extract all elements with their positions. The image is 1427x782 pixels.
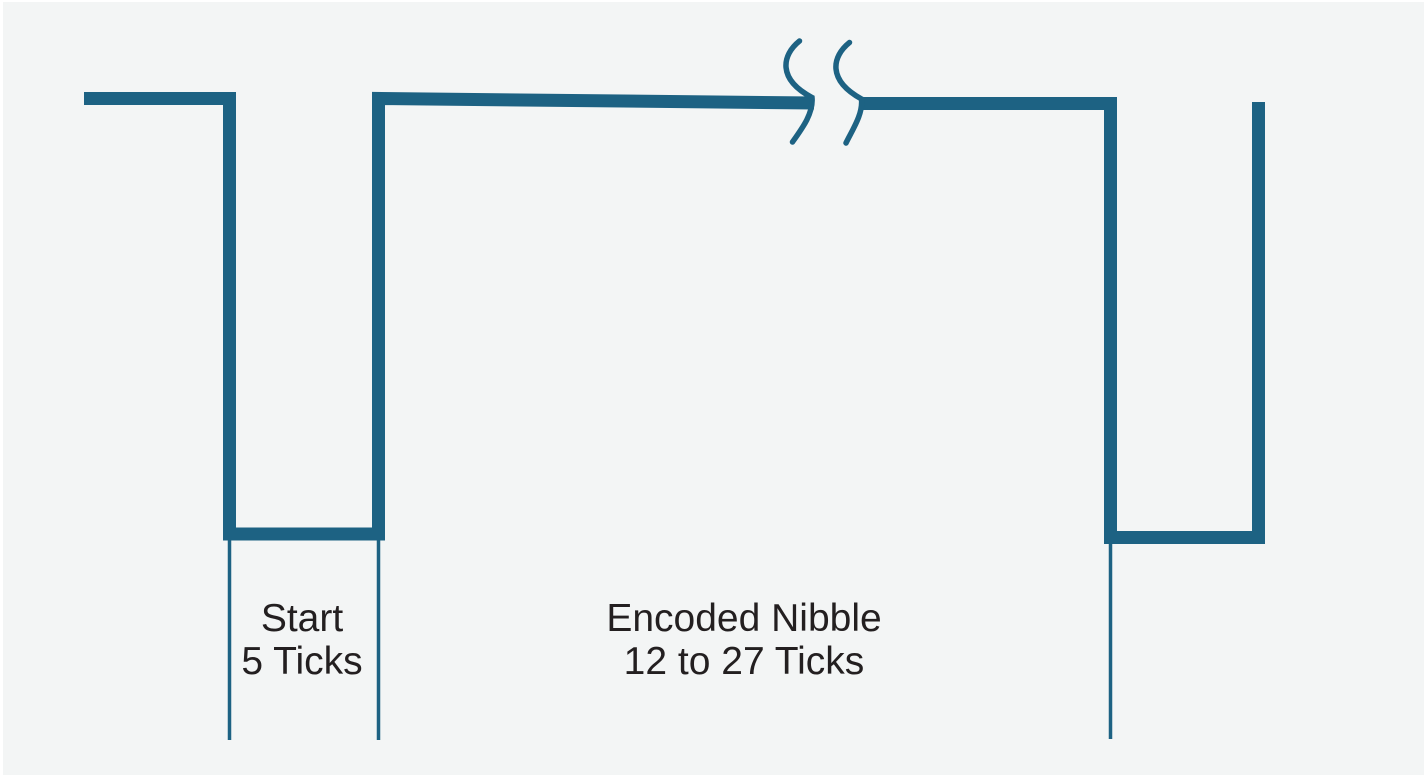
encoded-nibble-label-line2: 12 to 27 Ticks: [623, 640, 865, 683]
start-pulse-label-line1: Start: [260, 597, 344, 640]
encoded-nibble-label-line1: Encoded Nibble: [606, 597, 882, 640]
break-mark-left-icon: [783, 38, 815, 145]
start-pulse-label-line2: 5 Ticks: [241, 640, 363, 683]
start-pulse-label: Start 5 Ticks: [241, 597, 362, 683]
break-mark-right-icon: [833, 39, 865, 146]
waveform-trace-left: [84, 91, 815, 541]
diagram-panel: [3, 2, 1424, 775]
waveform-trace-right: [861, 97, 1265, 544]
encoded-nibble-label: Encoded Nibble 12 to 27 Ticks: [606, 597, 881, 683]
